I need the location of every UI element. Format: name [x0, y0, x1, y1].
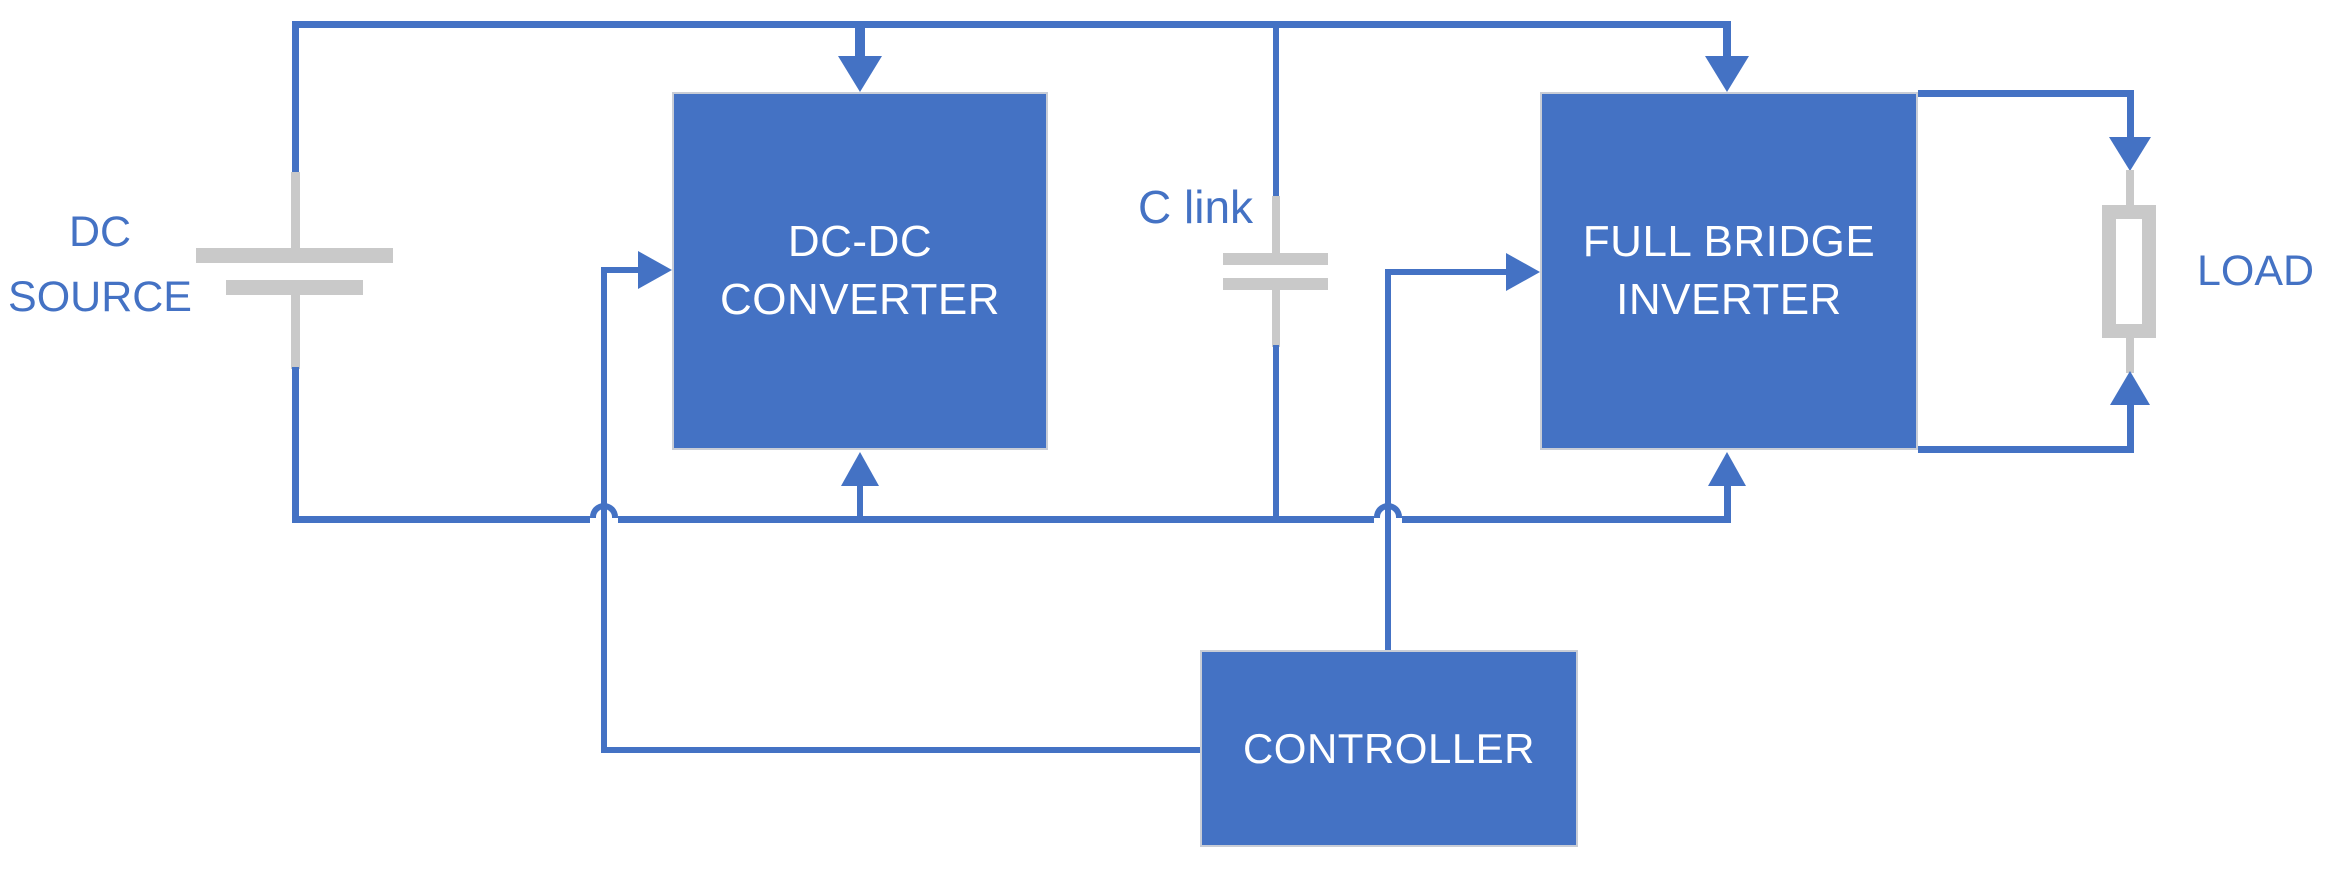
load-label: LOAD [2197, 247, 2315, 295]
controller-block: CONTROLLER [1200, 650, 1578, 847]
inverter-bottom-arrowhead-icon [1708, 452, 1746, 486]
battery-bottom-terminal [291, 293, 300, 369]
dcdc-bottom-arrow-stem [857, 485, 863, 516]
dcdc-converter-label-line2: CONVERTER [720, 275, 1000, 324]
dcdc-top-arrowhead-icon [838, 56, 882, 92]
c-link-capacitor-bottom-plate [1223, 278, 1328, 290]
inverter-to-load-top-horizontal-wire [1918, 90, 2134, 97]
c-link-bottom-terminal [1272, 289, 1280, 347]
battery-negative-plate [226, 280, 363, 295]
dc-source-bottom-wire [292, 367, 299, 523]
full-bridge-inverter-label-line2: INVERTER [1616, 275, 1842, 324]
inverter-top-arrow-stem [1723, 28, 1731, 57]
inverter-to-load-bottom-horizontal-wire [1918, 446, 2134, 453]
bottom-bus-wire-right [1402, 516, 1731, 523]
load-top-arrowhead-icon [2109, 137, 2151, 171]
c-link-label: C link [1138, 181, 1254, 233]
load-resistor [2102, 205, 2156, 338]
controller-to-dcdc-vertical-wire [601, 267, 607, 750]
dcdc-top-arrow-stem [855, 28, 865, 57]
bottom-bus-wire-middle [618, 516, 1374, 523]
inverter-top-arrowhead-icon [1705, 56, 1749, 92]
dc-source-label-line2: SOURCE [8, 273, 192, 321]
load-bottom-arrowhead-icon [2110, 371, 2150, 405]
battery-positive-plate [196, 248, 393, 263]
controller-to-inverter-arrowhead-icon [1506, 253, 1540, 291]
inverter-to-load-top-vertical-wire [2127, 90, 2134, 138]
c-link-bottom-wire [1273, 345, 1279, 518]
dc-source-top-wire [292, 21, 299, 175]
c-link-top-terminal [1272, 196, 1280, 254]
full-bridge-inverter-label-line1: FULL BRIDGE [1582, 217, 1876, 266]
controller-to-inverter-arrow-stem [1385, 269, 1507, 275]
c-link-capacitor-top-plate [1223, 253, 1328, 265]
controller-label: CONTROLLER [1242, 724, 1536, 772]
dc-source-label: DC SOURCE [0, 200, 200, 330]
battery-top-terminal [291, 172, 300, 250]
controller-to-dcdc-arrow-stem [601, 267, 641, 273]
full-bridge-inverter-block: FULL BRIDGE INVERTER [1540, 92, 1918, 450]
controller-to-dcdc-arrowhead-icon [638, 251, 672, 289]
dc-source-label-line1: DC [68, 208, 132, 256]
controller-to-inverter-vertical-wire [1385, 272, 1391, 650]
bottom-bus-wire-left [292, 516, 590, 523]
controller-to-dcdc-horizontal-wire [601, 747, 1200, 753]
load-top-terminal [2126, 170, 2134, 207]
dcdc-bottom-arrowhead-icon [841, 452, 879, 486]
c-link-top-wire [1273, 26, 1279, 198]
dcdc-converter-label-line1: DC-DC [787, 217, 933, 266]
inverter-bottom-arrow-stem [1724, 485, 1731, 516]
dcdc-converter-block: DC-DC CONVERTER [672, 92, 1048, 450]
load-bottom-terminal [2126, 337, 2134, 373]
top-bus-wire [292, 21, 1731, 28]
load-bottom-vertical-wire [2127, 404, 2134, 453]
